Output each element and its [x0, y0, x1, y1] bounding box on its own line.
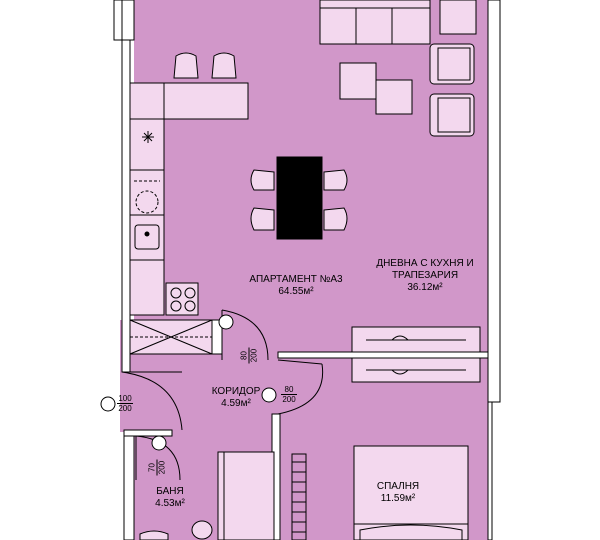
bedroom-door-dimension: 80 200 — [278, 385, 300, 404]
living-door-width: 80 — [239, 351, 249, 360]
bathroom-name: БАНЯ — [156, 486, 184, 497]
sink-icon — [134, 224, 160, 250]
chair-left-1 — [250, 169, 275, 191]
entrance-width: 100 — [118, 394, 132, 403]
right-wall — [487, 0, 501, 403]
stool-2 — [211, 52, 237, 79]
coffee-table-2 — [375, 79, 413, 115]
living-name-line1: ДНЕВНА С КУХНЯ И — [376, 258, 474, 269]
burner-icon — [170, 287, 182, 299]
washer-icon — [135, 190, 159, 214]
bedroom-label: СПАЛНЯ 11.59м² — [358, 481, 438, 505]
left-wall — [121, 39, 131, 373]
corridor-wardrobe — [129, 319, 213, 355]
entrance-marker-icon — [100, 396, 116, 412]
living-area: 36.12м² — [407, 282, 443, 293]
corridor-name: КОРИДОР — [211, 386, 261, 397]
bath-door-dimension: 70 200 — [148, 451, 167, 485]
bath-door-swing — [135, 435, 181, 481]
fridge-fan-icon — [142, 131, 154, 143]
left-wall-top — [113, 0, 123, 41]
entrance-height: 200 — [118, 404, 132, 413]
doors — [121, 309, 324, 481]
right-wall-lower — [487, 401, 493, 540]
coffee-table-1 — [339, 62, 377, 100]
entrance-dimension: 100 200 — [113, 394, 137, 413]
left-wall-upper — [121, 0, 135, 41]
living-door-dimension: 80 200 — [240, 339, 259, 373]
bedroom-door-width: 80 — [284, 385, 294, 394]
bath-door-height: 200 — [157, 460, 167, 475]
living-bottom-wall — [277, 351, 489, 359]
living-door-swing — [221, 309, 269, 361]
kitchen-island — [163, 82, 249, 120]
bar-stools — [173, 52, 237, 79]
bath-door-width: 70 — [147, 463, 157, 472]
sink-bath — [139, 530, 169, 540]
bedroom-door-height: 200 — [282, 395, 296, 404]
bedroom-area: 11.59м² — [380, 493, 416, 504]
bathroom-area: 4.53м² — [155, 498, 185, 509]
bathroom-top-wall — [123, 429, 173, 437]
walls — [113, 0, 501, 540]
lounge — [319, 0, 481, 353]
apartment-area: 64.55м² — [278, 286, 314, 297]
bathroom-left-wall — [123, 429, 135, 540]
corridor-area: 4.59м² — [221, 398, 251, 409]
kitchen-counter — [129, 82, 165, 316]
sofa — [319, 0, 431, 45]
apartment-name: АПАРТАМЕНТ №А3 — [249, 274, 343, 285]
apartment-label: АПАРТАМЕНТ №А3 64.55м² — [236, 274, 356, 298]
chair-left-2 — [250, 207, 275, 231]
toilet — [191, 520, 213, 540]
chair-right-1 — [323, 169, 348, 191]
radiator — [291, 453, 307, 540]
bathroom-fixtures — [139, 451, 275, 540]
dining-table — [276, 156, 323, 240]
living-label: ДНЕВНА С КУХНЯ И ТРАПЕЗАРИЯ 36.12м² — [360, 258, 490, 294]
living-door-marker-icon — [218, 314, 234, 330]
chair-right-2 — [323, 207, 348, 231]
stool-1 — [173, 52, 199, 79]
corridor-label: КОРИДОР 4.59м² — [196, 386, 276, 410]
bath-door-marker-icon — [151, 435, 167, 451]
bedroom-door-swing — [277, 363, 324, 415]
bedroom-name: СПАЛНЯ — [376, 481, 420, 492]
dining-set — [250, 156, 348, 240]
kitchen — [129, 82, 249, 316]
shower — [217, 451, 275, 540]
side-table — [439, 0, 477, 35]
bedroom-furniture — [291, 357, 481, 540]
living-door-height: 200 — [249, 348, 259, 363]
bedroom-door-marker-icon — [261, 387, 277, 403]
bathroom-label: БАНЯ 4.53м² — [140, 486, 200, 510]
entrance-door-swing — [121, 371, 183, 431]
living-name-line2: ТРАПЕЗАРИЯ — [391, 270, 459, 281]
door-markers — [100, 314, 277, 451]
